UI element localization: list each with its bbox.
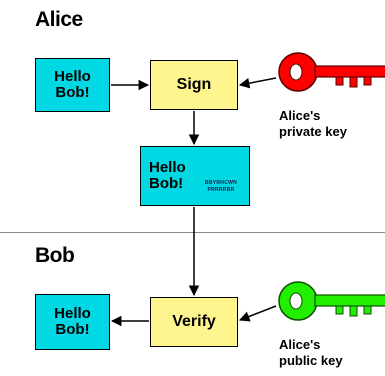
verify-box: Verify xyxy=(150,297,238,347)
arrow-public-key-to-verify xyxy=(239,305,277,322)
bob-title: Bob xyxy=(35,244,75,267)
bob-message-box: Hello Bob! xyxy=(35,294,110,350)
bob-message-line2: Bob! xyxy=(55,321,90,338)
alice-message-line1: Hello xyxy=(54,68,91,86)
public-key-label: Alice's public key xyxy=(279,337,343,370)
alice-message-box: Hello Bob! xyxy=(35,58,110,112)
verify-label: Verify xyxy=(172,312,216,330)
alice-message-line2: Bob! xyxy=(55,84,90,101)
private-key-label-line1: Alice's xyxy=(279,108,321,123)
private-key-icon xyxy=(278,52,385,92)
sign-label: Sign xyxy=(176,75,212,93)
alice-title: Alice xyxy=(35,8,83,31)
public-key-icon xyxy=(278,281,385,321)
signed-message-line1: Hello xyxy=(149,159,186,177)
bob-message-line1: Hello xyxy=(54,305,91,323)
signed-message-line2: Bob! xyxy=(149,175,184,192)
arrow-private-key-to-sign xyxy=(238,77,277,89)
section-divider xyxy=(0,232,385,233)
public-key-label-line1: Alice's xyxy=(279,337,321,352)
signed-message-box: Hello Bob! BBYRHCWN PRRRRBR xyxy=(140,146,250,206)
private-key-label-line2: private key xyxy=(279,124,347,140)
signature-block: BBYRHCWN PRRRRBR xyxy=(204,180,238,193)
private-key-label: Alice's private key xyxy=(279,108,347,141)
sign-box: Sign xyxy=(150,60,238,110)
public-key-label-line2: public key xyxy=(279,353,343,369)
